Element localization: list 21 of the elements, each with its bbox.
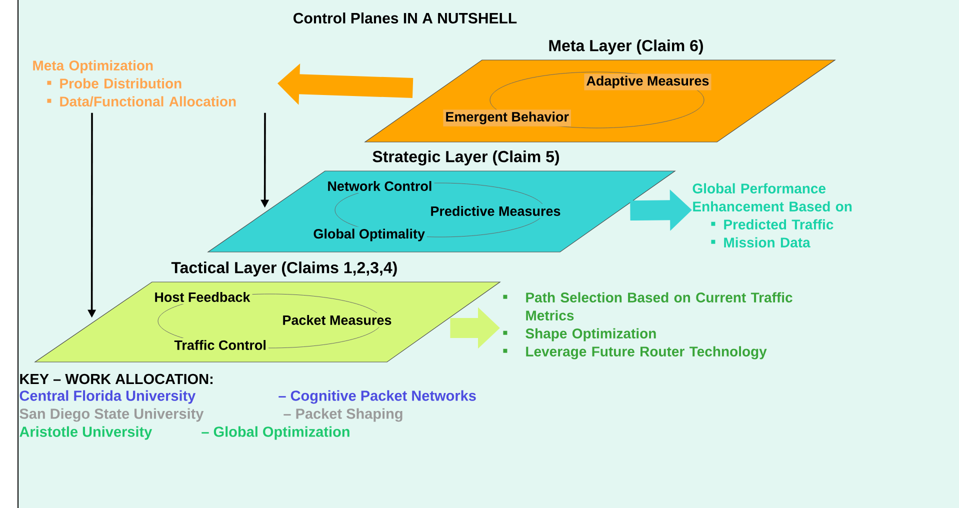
plane-label: Packet Measures — [280, 313, 394, 327]
layer-heading: Meta Layer (Claim 6) — [549, 40, 703, 54]
bullet-list: Meta Optimization Probe Distribution Data/Functional Allocation — [33, 60, 236, 107]
key-entry: – Packet Shaping — [284, 408, 402, 422]
layer-heading: Strategic Layer (Claim 5) — [372, 150, 559, 166]
plane-label: Emergent Behavior — [443, 110, 571, 126]
key-entry: San Diego State University — [20, 408, 204, 422]
bullet-list: Global Performance Enhancement Based on Predicted Traffic Mission Data — [692, 183, 852, 248]
key-entry: – Global Optimization — [202, 426, 350, 440]
plane-label: Traffic Control — [172, 338, 268, 352]
plane-label: Host Feedback — [152, 290, 252, 304]
plane-label: Global Optimality — [311, 226, 427, 244]
plane-label: Adaptive Measures — [584, 74, 712, 90]
bullet-list: Path Selection Based on Current Traffic Metrics Shape Optimization Leverage Future Router Technology — [503, 292, 792, 360]
plane-label: Network Control — [325, 179, 434, 193]
layer-heading: Tactical Layer (Claims 1,2,3,4) — [171, 262, 397, 276]
plane-label: Predictive Measures — [428, 204, 563, 218]
key-entry: Aristotle University — [20, 426, 152, 440]
title: Control Planes IN A NUTSHELL — [294, 12, 517, 24]
key-entry: Central Florida University — [20, 390, 196, 404]
key-entry: – Cognitive Packet Networks — [278, 390, 476, 404]
